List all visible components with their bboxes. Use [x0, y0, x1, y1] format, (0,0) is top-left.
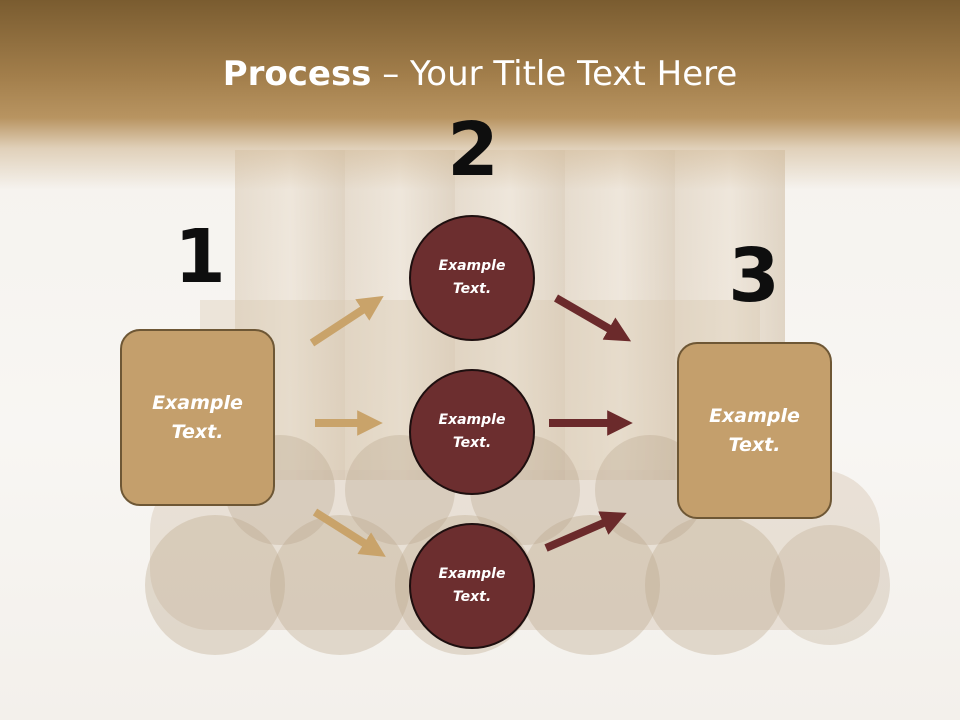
arrow-circle3-to-box3	[544, 511, 627, 552]
circle-top-text: Example Text.	[438, 258, 506, 297]
step-box-left-text: Example Text.	[152, 391, 243, 443]
step-number-2: 2	[447, 107, 499, 193]
step-box-right-text: Example Text.	[709, 404, 800, 456]
slide-title: Process – Your Title Text Here	[0, 52, 960, 96]
arrow-box1-to-circle1	[309, 295, 384, 347]
header-band	[0, 0, 960, 190]
circle-top: Example Text.	[409, 215, 535, 341]
circle-bottom-text: Example Text.	[438, 566, 506, 605]
arrow-circle1-to-box3	[553, 294, 632, 342]
circle-bottom: Example Text.	[409, 523, 535, 649]
circle-middle: Example Text.	[409, 369, 535, 495]
title-bold: Process	[222, 54, 372, 94]
step-box-right: Example Text.	[677, 342, 832, 519]
step-box-left: Example Text.	[120, 329, 275, 506]
step-number-1: 1	[174, 214, 226, 300]
title-rest: – Your Title Text Here	[371, 54, 738, 94]
step-number-3: 3	[728, 233, 780, 319]
arrow-box1-to-circle3	[312, 508, 386, 557]
circle-middle-text: Example Text.	[438, 412, 506, 451]
